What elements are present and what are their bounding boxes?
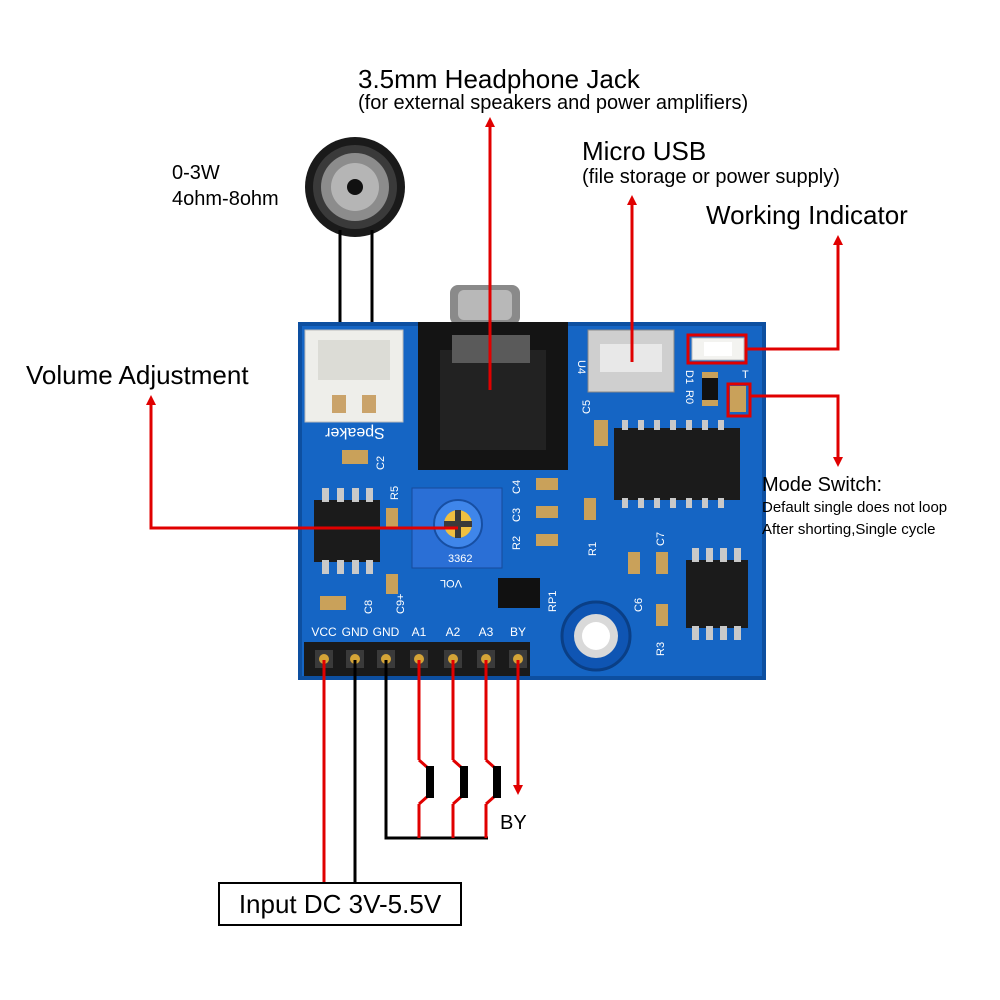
- flash-ic: [686, 548, 748, 640]
- headphone-jack-desc: (for external speakers and power amplifi…: [358, 92, 749, 114]
- headphone-jack: [418, 285, 568, 470]
- pin-label-gnd-1: GND: [342, 625, 369, 639]
- ref-r0: R0: [683, 390, 695, 404]
- micro-usb-title: Micro USB: [582, 136, 707, 166]
- push-button-a2: [452, 758, 468, 806]
- header-pin-contact: [481, 654, 491, 664]
- ref-r1: R1: [587, 542, 599, 556]
- mode-switch-line1: Default single does not loop: [762, 499, 948, 516]
- header-pin-contact: [513, 654, 523, 664]
- volume-adjustment-label: Volume Adjustment: [26, 360, 249, 390]
- vol-silk: VOL: [440, 577, 462, 589]
- mode-switch-highlight: [726, 382, 752, 418]
- indicator-arrow: [746, 235, 843, 351]
- pin-label-by-6: BY: [510, 625, 526, 639]
- ref-u4: U4: [575, 360, 587, 374]
- ref-d1: D1: [683, 370, 695, 384]
- ref-r5: R5: [389, 486, 401, 500]
- busy-pin-label: BY: [500, 812, 527, 834]
- pin-label-a3-5: A3: [479, 625, 494, 639]
- speaker-impedance-label: 4ohm-8ohm: [172, 188, 279, 210]
- speaker-connector: [304, 329, 404, 423]
- mounting-hole: [560, 600, 632, 672]
- mode-switch-line2: After shorting,Single cycle: [762, 521, 936, 538]
- volume-arrow: [146, 395, 458, 530]
- mode-switch-arrow: [750, 394, 843, 467]
- micro-usb-desc: (file storage or power supply): [582, 166, 840, 188]
- ref-c7: C7: [655, 532, 667, 546]
- working-indicator-label: Working Indicator: [706, 200, 908, 230]
- header-pin-contact: [319, 654, 329, 664]
- ref-c4: C4: [511, 480, 523, 494]
- speaker-power-label: 0-3W: [172, 162, 220, 184]
- pin-label-a1-3: A1: [412, 625, 427, 639]
- mode-switch-pads: [730, 386, 746, 412]
- pot-marking: 3362: [448, 553, 472, 565]
- pin-label-gnd-2: GND: [373, 625, 400, 639]
- ref-c3: C3: [511, 508, 523, 522]
- pcb-board: Speaker U4 D1 R0 T: [298, 285, 766, 680]
- ref-c8: C8: [363, 600, 375, 614]
- ref-c5: C5: [581, 400, 593, 414]
- speaker-silkscreen: Speaker: [325, 424, 385, 441]
- gnd-common-wire: [384, 660, 488, 840]
- power-input-label: Input DC 3V-5.5V: [218, 882, 462, 926]
- speaker-icon: [305, 137, 405, 237]
- ref-c2: C2: [375, 456, 387, 470]
- ref-r3: R3: [655, 642, 667, 656]
- mode-switch-title: Mode Switch:: [762, 474, 883, 496]
- amplifier-ic: [314, 488, 380, 574]
- decoder-ic: [614, 420, 740, 508]
- pin-label-a2-4: A2: [446, 625, 461, 639]
- pin-label-vcc-0: VCC: [311, 625, 337, 639]
- ref-c9: C9+: [395, 594, 407, 615]
- push-button-a1: [418, 758, 434, 806]
- header-pin-contact: [414, 654, 424, 664]
- wiring: [322, 660, 523, 882]
- ref-r2: R2: [511, 536, 523, 550]
- headphone-jack-title: 3.5mm Headphone Jack: [358, 64, 640, 94]
- header-pin-contact: [381, 654, 391, 664]
- ref-c6: C6: [633, 598, 645, 612]
- push-button-a3: [485, 758, 501, 806]
- header-pin-contact: [350, 654, 360, 664]
- ref-t: T: [742, 369, 749, 381]
- ref-rp1: RP1: [547, 591, 559, 612]
- header-pin-contact: [448, 654, 458, 664]
